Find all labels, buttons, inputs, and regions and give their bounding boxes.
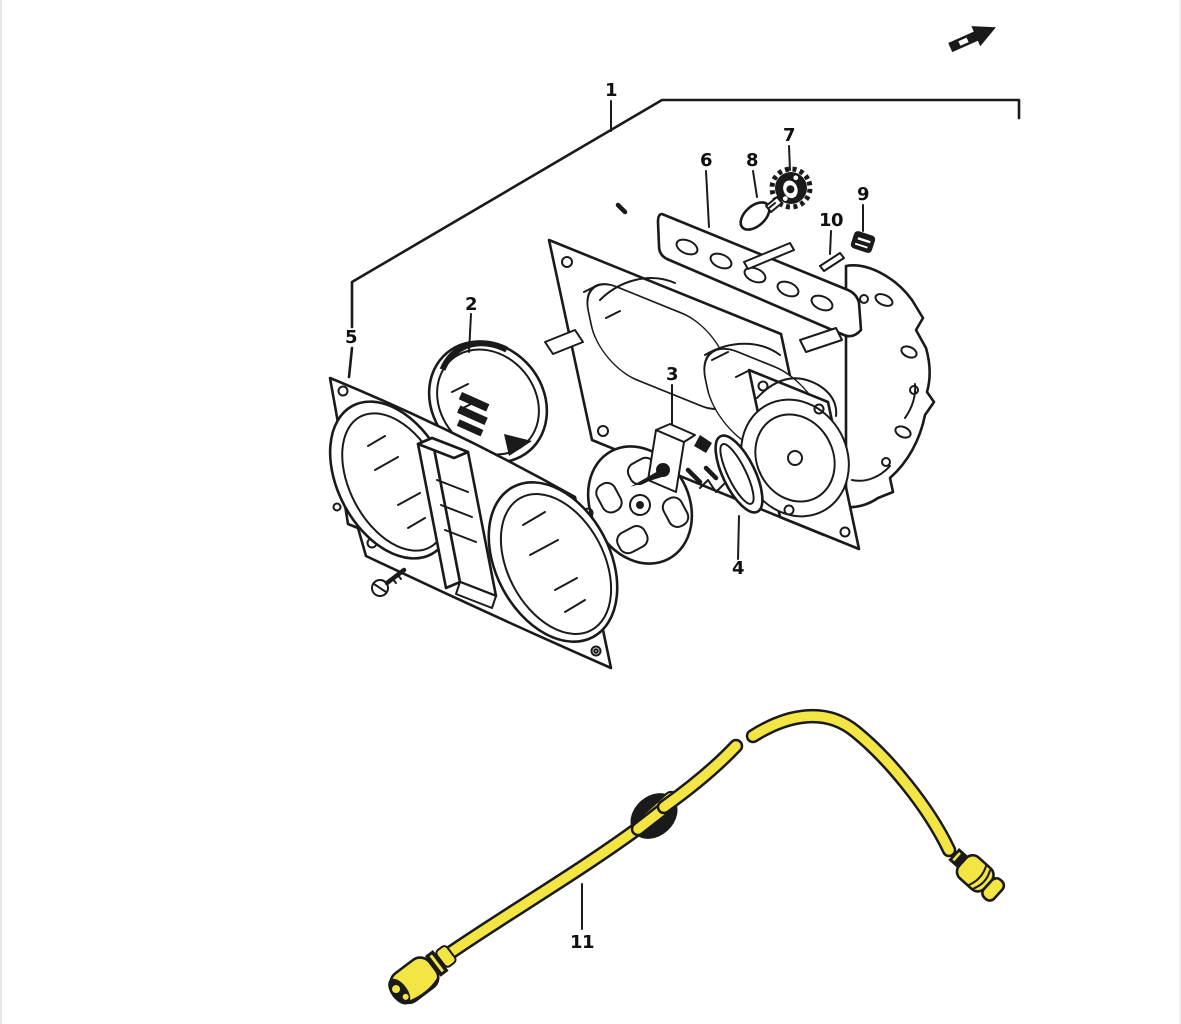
callout-5: 5 — [345, 327, 357, 348]
gauge-needle — [504, 434, 532, 456]
callout-4: 4 — [732, 558, 744, 579]
callout-labels: 1 2 3 4 5 6 7 8 9 10 11 — [345, 80, 870, 953]
upper-bracket-plate — [656, 212, 863, 338]
leader-line-10 — [829, 230, 832, 255]
leader-line-2 — [468, 313, 472, 353]
callout-3: 3 — [666, 364, 678, 385]
leader-line-6 — [705, 170, 710, 228]
leader-lines — [468, 145, 864, 930]
cable-connector-left — [388, 945, 457, 1005]
callout-1: 1 — [605, 80, 617, 101]
bulb — [739, 196, 783, 231]
gauge-dial — [427, 340, 549, 464]
leader-line-7 — [788, 145, 791, 171]
leader-line-8 — [752, 170, 758, 198]
callout-6: 6 — [700, 150, 712, 171]
gauge-back-plate — [740, 327, 861, 551]
cover-screw — [371, 567, 407, 597]
rear-cover-plate — [844, 264, 936, 509]
speedometer-cable — [388, 708, 1006, 1005]
callout-7: 7 — [783, 125, 795, 146]
pin — [819, 252, 845, 272]
leader-line-4 — [737, 515, 740, 560]
small-lens-gasket — [714, 434, 764, 514]
bulb-socket — [769, 166, 813, 210]
right-edge-artifact — [1179, 0, 1181, 1024]
direction-arrow-icon — [948, 26, 996, 53]
callout-10: 10 — [819, 210, 843, 231]
mount-nut — [850, 231, 876, 253]
callout-2: 2 — [465, 294, 477, 315]
meter-mechanism — [586, 423, 725, 565]
callout-8: 8 — [746, 150, 758, 171]
cable-connector-right — [948, 847, 1006, 902]
lens-opening-right — [487, 481, 619, 643]
assembly-bracket-1 — [347, 98, 1021, 379]
callout-11: 11 — [570, 932, 594, 953]
center-divider-bar — [416, 436, 498, 609]
left-edge-artifact — [0, 0, 2, 1024]
callout-9: 9 — [857, 184, 869, 205]
